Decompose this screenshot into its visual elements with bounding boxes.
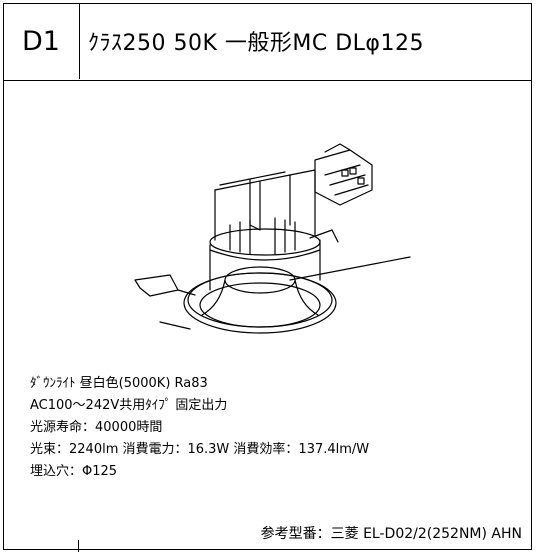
header-row: D1 ｸﾗｽ250 50K 一般形MC DLφ125: [3, 3, 532, 81]
spec-line-type: ﾀﾞｳﾝﾗｲﾄ 昼白色(5000K) Ra83: [30, 376, 208, 391]
reference-model: 参考型番：三菱 EL-D02/2(252NM) AHN: [260, 526, 522, 542]
spec-line-performance: 光束：2240lm 消費電力：16.3W 消費効率：137.4lm/W: [30, 442, 370, 457]
spec-line-cutout: 埋込穴：Φ125: [30, 464, 118, 479]
spec-line-voltage: AC100～242V共用ﾀｲﾌﾟ 固定出力: [30, 398, 228, 413]
downlight-product-drawing: [134, 143, 411, 334]
product-title: ｸﾗｽ250 50K 一般形MC DLφ125: [88, 31, 424, 56]
spec-sheet-frame: [3, 3, 532, 550]
product-code: D1: [3, 3, 80, 79]
bottom-divider: [78, 540, 79, 552]
spec-list: ﾀﾞｳﾝﾗｲﾄ 昼白色(5000K) Ra83 AC100～242V共用ﾀｲﾌﾟ…: [30, 373, 369, 483]
spec-line-lifetime: 光源寿命：40000時間: [30, 420, 163, 435]
